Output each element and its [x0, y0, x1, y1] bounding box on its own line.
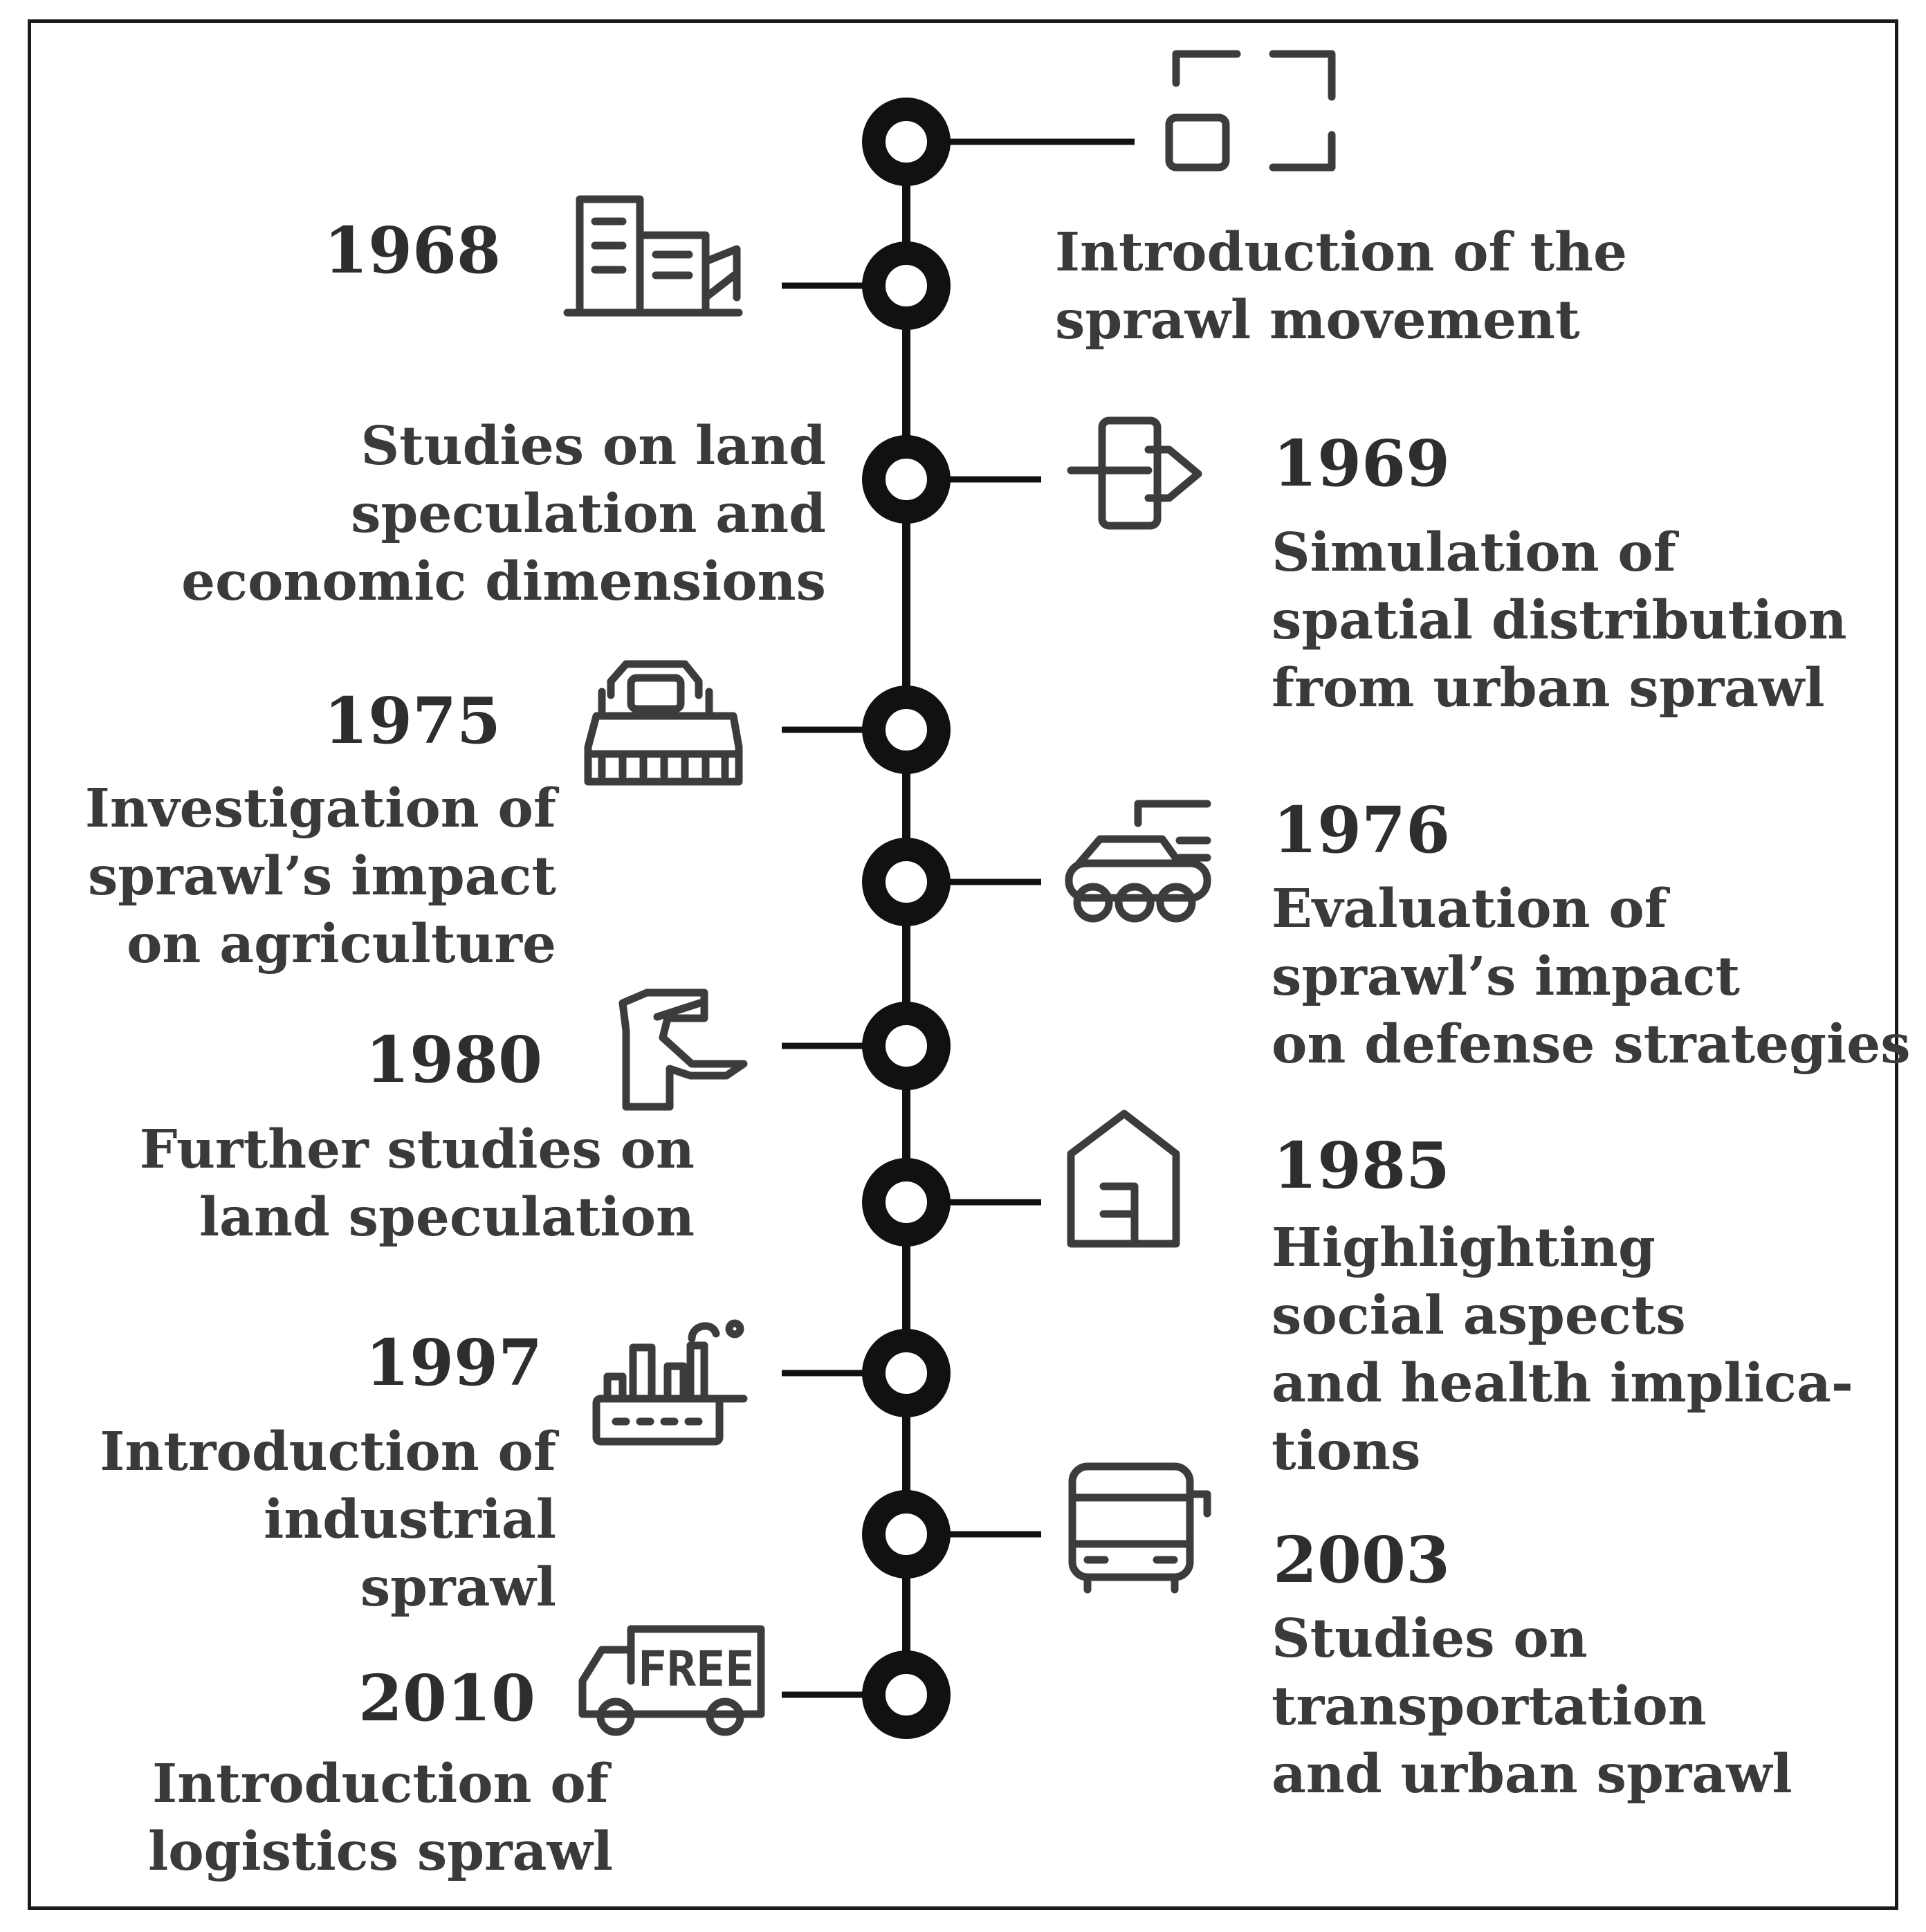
node-1976 — [862, 838, 951, 926]
label-land-speculation: Studies on land speculation and economic… — [181, 415, 826, 613]
node-1975 — [862, 686, 951, 774]
diagram-frame — [28, 19, 1898, 1910]
factory-icon — [592, 1319, 748, 1446]
label-1975: Investigation of sprawl’s impact on agri… — [84, 778, 556, 975]
label-1976: Evaluation of sprawl’s impact on defense… — [1272, 878, 1911, 1076]
node-start — [862, 98, 951, 186]
label-2003: Studies on transportation and urban spra… — [1272, 1608, 1792, 1805]
year-2010: 2010 — [358, 1661, 536, 1736]
node-land — [862, 435, 951, 524]
label-1980: Further studies on land speculation — [139, 1119, 695, 1249]
year-1975: 1975 — [324, 683, 502, 758]
year-2003: 2003 — [1273, 1522, 1451, 1597]
tank-icon — [1065, 800, 1211, 923]
node-2003 — [862, 1490, 951, 1579]
node-2010 — [862, 1650, 951, 1739]
year-1980: 1980 — [365, 1022, 543, 1097]
label-1985: Highlighting social aspects and health i… — [1272, 1217, 1853, 1482]
node-1968 — [862, 241, 951, 330]
node-1980 — [862, 1002, 951, 1090]
node-1985 — [862, 1158, 951, 1246]
label-1969: Simulation of spatial distribution from … — [1272, 522, 1847, 719]
node-1997 — [862, 1329, 951, 1417]
year-1985: 1985 — [1273, 1128, 1451, 1203]
year-1997: 1997 — [365, 1325, 543, 1400]
timeline-nodes — [862, 98, 951, 1739]
frame-corners-icon — [1165, 50, 1336, 172]
city-buildings-icon — [563, 195, 743, 317]
route-arrow-icon — [1067, 416, 1202, 530]
house-icon — [1067, 1110, 1180, 1248]
year-1976: 1976 — [1273, 793, 1451, 867]
year-1969: 1969 — [1273, 426, 1451, 501]
label-sprawl-movement: Introduction of the sprawl movement — [1055, 221, 1627, 351]
bus-icon — [1068, 1462, 1211, 1594]
label-1997: Introduction of industrial sprawl — [100, 1421, 556, 1619]
delivery-truck-icon: FREE — [578, 1625, 765, 1736]
free-badge: FREE — [638, 1641, 755, 1698]
year-1968: 1968 — [324, 213, 502, 288]
road-sign-icon — [618, 988, 748, 1111]
label-2010: Introduction of logistics sprawl — [147, 1753, 614, 1883]
harvester-icon — [584, 660, 743, 786]
